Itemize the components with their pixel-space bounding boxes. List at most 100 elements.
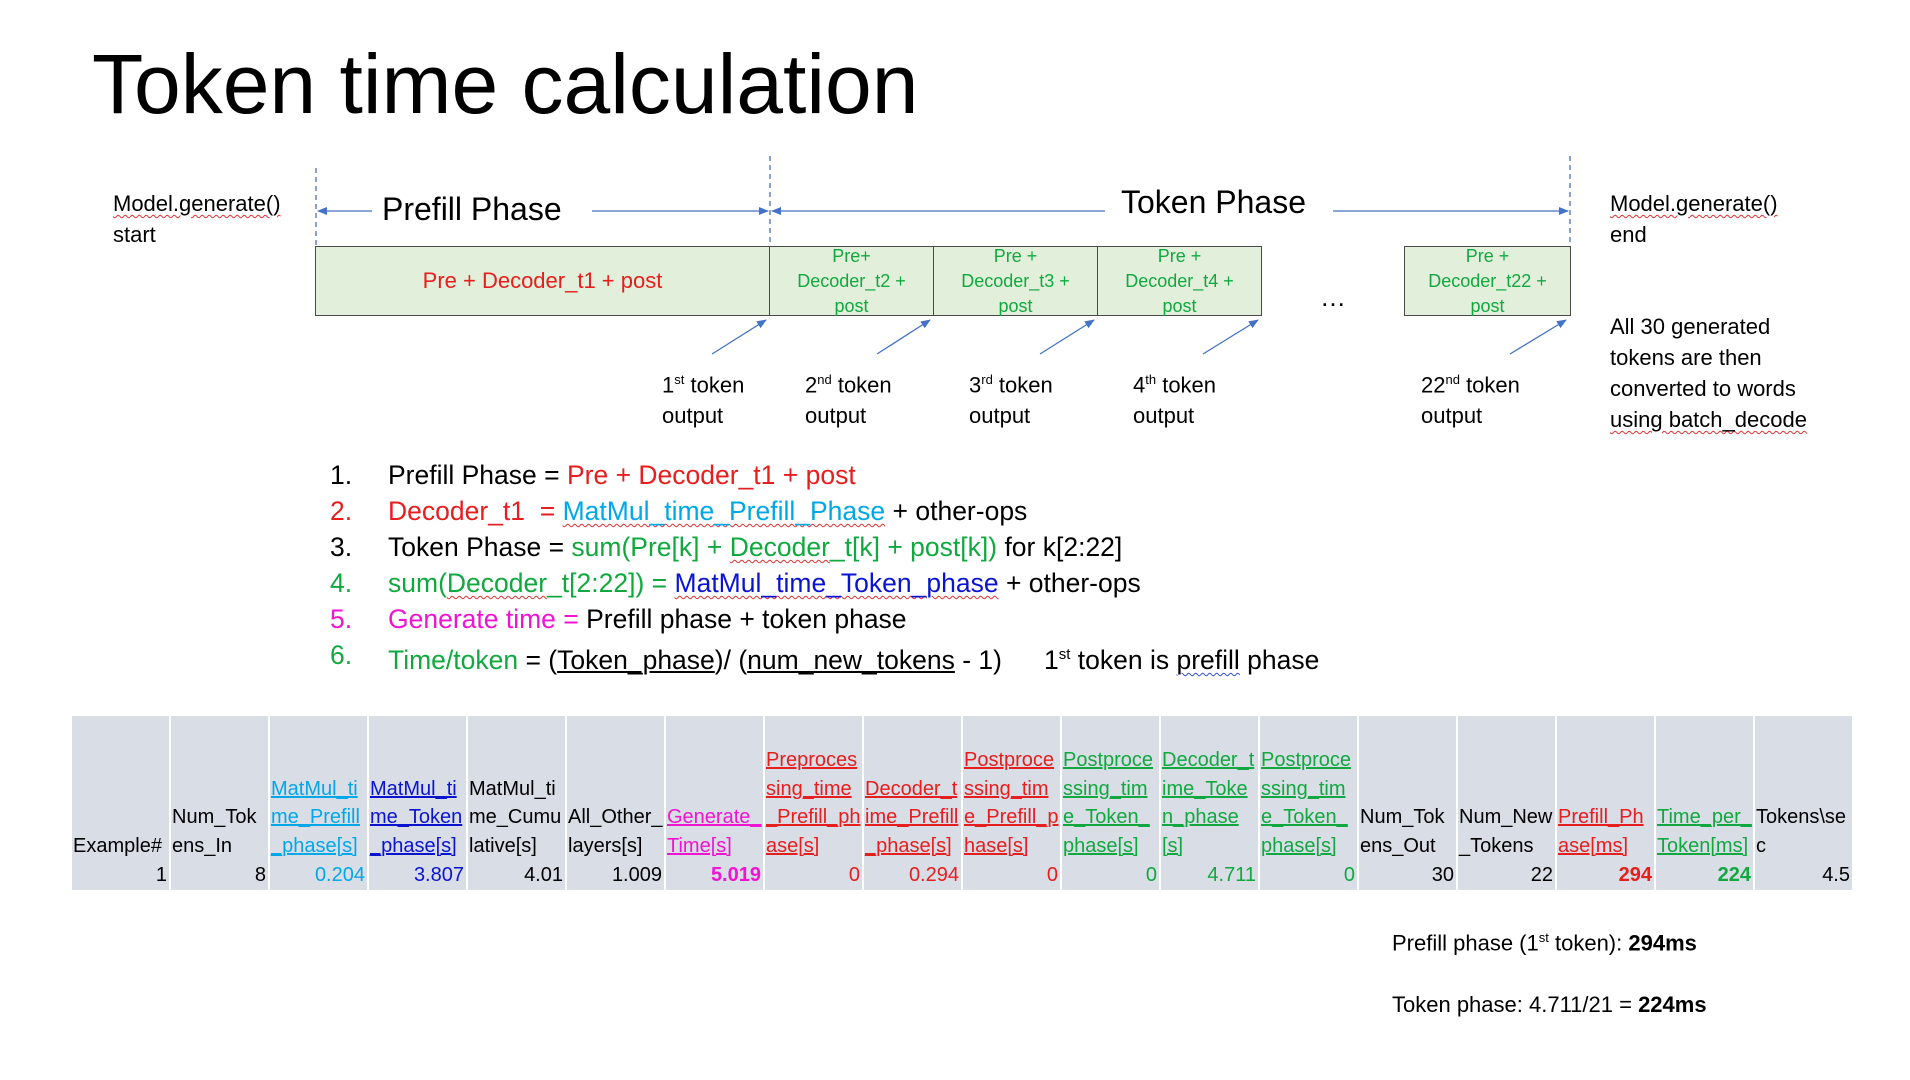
out3-sup: rd (981, 372, 993, 387)
out2-sup: nd (817, 372, 832, 387)
end-label-line1: Model.generate() (1610, 191, 1778, 216)
box-t4-line3: post (1162, 295, 1197, 316)
formula-3-d: _t[k] + post[k]) (829, 532, 998, 562)
out22-sup: nd (1445, 372, 1460, 387)
table-row: 1 8 0.204 3.807 4.01 1.009 5.019 0 0.294… (72, 861, 1852, 890)
note-line2: tokens are then (1610, 345, 1762, 370)
td-tokens-per-sec: 4.5 (1755, 861, 1852, 890)
out2-rest: token (831, 372, 892, 398)
token-phase-label: Token Phase (1121, 184, 1307, 220)
td-example: 1 (72, 861, 169, 890)
formula-3: 3. Token Phase = sum(Pre[k] + Decoder_t[… (330, 529, 1319, 565)
out4-sup: th (1145, 372, 1157, 387)
out1-num: 1 (662, 372, 675, 398)
box-t4-line1: Pre + (1157, 245, 1202, 266)
ellipsis: … (1320, 282, 1346, 312)
th-example: Example# (72, 716, 169, 861)
th-decoder-token: Decoder_time_Token_phase[s] (1161, 716, 1258, 861)
out22-num: 22 (1421, 372, 1446, 398)
results-table: Example# Num_Tokens_In MatMul_time_Prefi… (70, 716, 1854, 890)
th-num-new-tokens: Num_New_Tokens (1458, 716, 1555, 861)
out4-line2: output (1133, 403, 1195, 429)
summary-token-a: Token phase: 4.711/21 = (1392, 992, 1639, 1017)
formula-6: 6. Time/token = (Token_phase)/ (num_new_… (330, 637, 1319, 678)
th-prefill-phase-ms: Prefill_Phase[ms] (1557, 716, 1654, 861)
formula-1-b: Pre + Decoder_t1 + post (566, 460, 856, 490)
out3-line2: output (969, 403, 1031, 429)
th-postprocessing-token-2: Postprocessing_time_Token_phase[s] (1260, 716, 1357, 861)
summary-prefill-value: 294ms (1628, 930, 1697, 956)
formula-6-h: st (1058, 646, 1071, 663)
td-matmul-cumulative: 4.01 (468, 861, 565, 890)
token-output-4: 4th token output (1133, 364, 1216, 431)
prefill-box: Pre + Decoder_t1 + post (315, 246, 770, 316)
summary-prefill: Prefill phase (1st token): 294ms (1392, 930, 1697, 956)
th-generate-time: Generate_Time[s] (666, 716, 763, 861)
formula-5-num: 5. (330, 604, 353, 634)
summary-token-value: 224ms (1638, 992, 1707, 1017)
out3-num: 3 (969, 372, 982, 398)
td-decoder-prefill: 0.294 (864, 861, 961, 890)
note-line4: using batch_decode (1610, 407, 1807, 432)
summary-prefill-a: Prefill phase (1 (1392, 930, 1539, 956)
box-t22-line1: Pre + (1465, 245, 1510, 266)
formula-3-c: Decoder (729, 532, 830, 562)
formula-6-k: phase (1239, 644, 1320, 675)
td-decoder-token: 4.711 (1161, 861, 1258, 890)
formula-5-a: Generate time = (388, 604, 587, 634)
th-all-other-layers: All_Other_layers[s] (567, 716, 664, 861)
td-generate-time: 5.019 (666, 861, 763, 890)
table-header-row: Example# Num_Tokens_In MatMul_time_Prefi… (72, 716, 1852, 861)
box-t3-line3: post (998, 295, 1033, 316)
formula-6-b: = ( (518, 644, 558, 675)
formula-6-d: )/ ( (714, 644, 748, 675)
formula-2: 2. Decoder_t1 = MatMul_time_Prefill_Phas… (330, 493, 1319, 529)
out4-num: 4 (1133, 372, 1146, 398)
th-matmul-prefill: MatMul_time_Prefill_phase[s] (270, 716, 367, 861)
prefill-phase-label: Prefill Phase (382, 191, 562, 227)
out1-sup: st (674, 372, 685, 387)
out22-line2: output (1421, 403, 1483, 429)
td-num-tokens-out: 30 (1359, 861, 1456, 890)
th-time-per-token-ms: Time_per_Token[ms] (1656, 716, 1753, 861)
out1-rest: token (684, 372, 745, 398)
td-postprocessing-token-1: 0 (1062, 861, 1159, 890)
formula-3-num: 3. (330, 532, 353, 562)
box-t2-line2: Decoder_t2 + (797, 270, 906, 291)
formula-4-c: _t[2:22]) = (547, 568, 675, 598)
formula-6-num: 6. (330, 640, 353, 670)
prefill-box-label: Pre + Decoder_t1 + post (422, 268, 663, 293)
formula-4-b: Decoder (446, 568, 548, 598)
formula-1: 1. Prefill Phase = Pre + Decoder_t1 + po… (330, 457, 1319, 493)
summary-token: Token phase: 4.711/21 = 224ms (1392, 992, 1707, 1018)
box-t3-line1: Pre + (993, 245, 1038, 266)
token-box-t2: Pre+Decoder_t2 +post (769, 246, 934, 316)
out2-line2: output (805, 403, 867, 429)
note-line3: converted to words (1610, 376, 1796, 401)
out2-num: 2 (805, 372, 818, 398)
th-num-tokens-in: Num_Tokens_In (171, 716, 268, 861)
td-matmul-prefill: 0.204 (270, 861, 367, 890)
box-t4-line2: Decoder_t4 + (1125, 270, 1234, 291)
formula-6-f: - 1) (954, 644, 1002, 675)
formula-4: 4. sum(Decoder_t[2:22]) = MatMul_time_To… (330, 565, 1319, 601)
formula-3-b: sum(Pre[k] + (571, 532, 730, 562)
start-label-line2: start (113, 222, 156, 247)
formula-4-e: + other-ops (998, 568, 1141, 598)
formula-2-a: Decoder_t1 (388, 496, 526, 526)
token-box-t4: Pre + Decoder_t4 + post (1097, 246, 1262, 316)
td-preprocessing-prefill: 0 (765, 861, 862, 890)
note-line1: All 30 generated (1610, 314, 1771, 339)
out1-line2: output (662, 403, 724, 429)
batch-decode-note: All 30 generated tokens are then convert… (1610, 311, 1807, 435)
token-output-1: 1st token output (662, 364, 744, 431)
td-time-per-token-ms: 224 (1656, 861, 1753, 890)
th-num-tokens-out: Num_Tokens_Out (1359, 716, 1456, 861)
formula-6-j: prefill (1176, 644, 1240, 675)
box-t2-line1: Pre+ (832, 245, 871, 266)
formula-2-d: + other-ops (885, 496, 1028, 526)
box-t22-line3: post (1470, 295, 1505, 316)
formula-3-a: Token Phase = (388, 532, 572, 562)
end-label-line2: end (1610, 222, 1647, 247)
formula-6-e: num_new_tokens (747, 644, 955, 675)
